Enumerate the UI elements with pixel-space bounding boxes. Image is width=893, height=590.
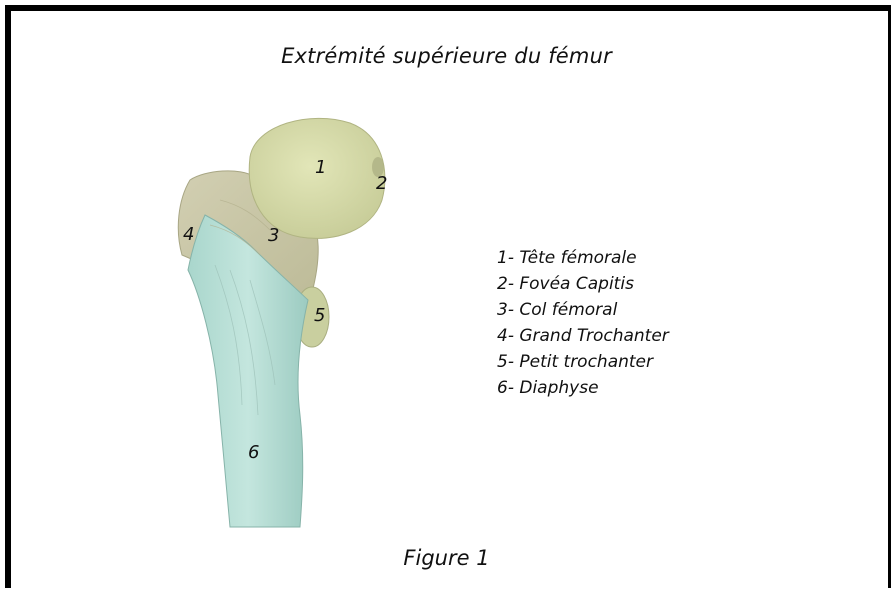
marker-6: 6 <box>248 442 259 463</box>
femur-illustration <box>160 105 420 535</box>
femoral-head <box>249 118 385 238</box>
legend-item: 3- Col fémoral <box>497 297 669 323</box>
marker-3: 3 <box>268 225 279 246</box>
figure-frame <box>5 5 891 588</box>
legend-list: 1- Tête fémorale 2- Fovéa Capitis 3- Col… <box>497 245 669 401</box>
legend-item: 1- Tête fémorale <box>497 245 669 271</box>
figure-title: Extrémité supérieure du fémur <box>0 44 893 68</box>
marker-1: 1 <box>315 157 326 178</box>
figure-caption: Figure 1 <box>0 546 893 570</box>
legend-item: 2- Fovéa Capitis <box>497 271 669 297</box>
legend-item: 5- Petit trochanter <box>497 349 669 375</box>
legend-item: 4- Grand Trochanter <box>497 323 669 349</box>
marker-5: 5 <box>314 305 325 326</box>
marker-4: 4 <box>183 224 194 245</box>
marker-2: 2 <box>376 173 387 194</box>
legend-item: 6- Diaphyse <box>497 375 669 401</box>
